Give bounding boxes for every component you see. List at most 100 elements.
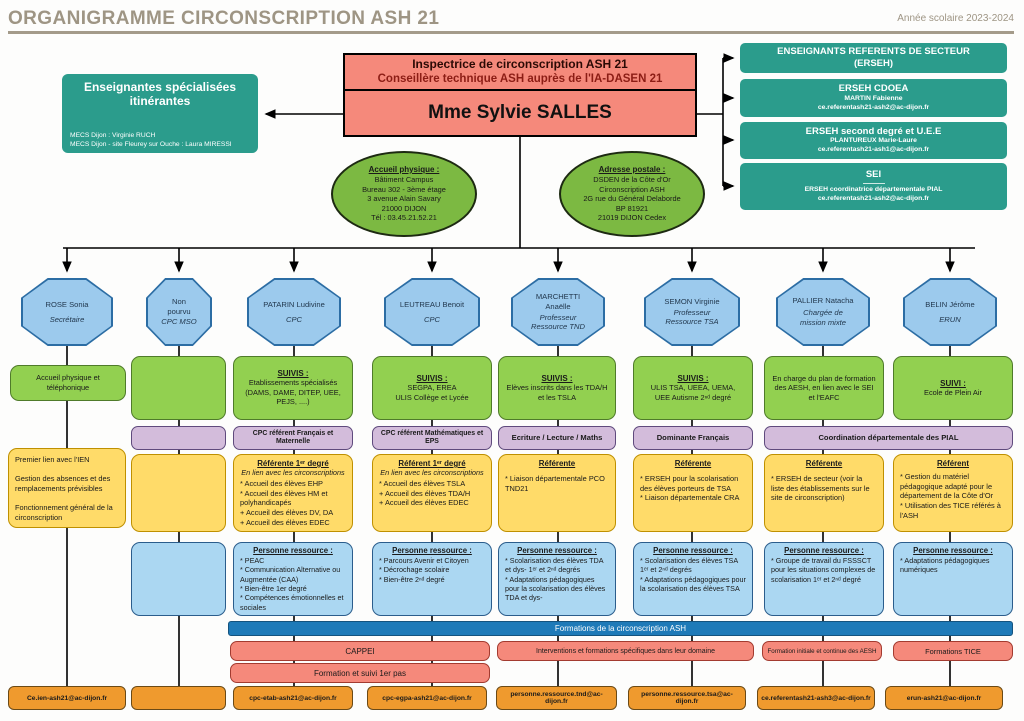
yellow-body: * ERSEH de secteur (voir la liste des ét…	[771, 474, 870, 503]
inspector-role-2: Conseillère technique ASH auprès de l'IA…	[377, 73, 663, 86]
email-label: ce.referentash21-ash3@ac-dijon.fr	[761, 694, 871, 702]
yellow-box-col4: Référent 1ᵉʳ degré En lien avec les circ…	[372, 454, 492, 532]
person-role: CPC MSO	[161, 317, 197, 327]
cappei-bar: CAPPEI	[230, 641, 490, 661]
email-box-col6: personne.ressource.tsa@ac-dijon.fr	[628, 686, 746, 710]
email-label: personne.ressource.tsa@ac-dijon.fr	[641, 691, 733, 705]
email-box-col7: ce.referentash21-ash3@ac-dijon.fr	[757, 686, 875, 710]
formation-aesh-label: Formation initiale et continue des AESH	[767, 647, 877, 655]
person-name: ROSE Sonia	[45, 299, 89, 309]
title-underline	[8, 31, 1014, 34]
person-name: MARCHETTI Anaëlle	[535, 291, 581, 311]
email-label: erun-ash21@ac-dijon.fr	[906, 694, 982, 702]
inspector-roles: Inspectrice de circonscription ASH 21 Co…	[345, 55, 695, 91]
page-title: ORGANIGRAMME CIRCONSCRIPTION ASH 21	[8, 8, 440, 29]
sei-email: ce.referentash21-ash2@ac-dijon.fr	[817, 194, 930, 202]
person-role: Secrétaire	[49, 314, 85, 324]
premier-pas-label: Formation et suivi 1er pas	[313, 668, 407, 678]
blue-box-col3: Personne ressource : * PEAC * Communicat…	[233, 542, 353, 616]
yellow-heading: Référente	[674, 459, 712, 468]
yellow-heading: Référente	[538, 459, 576, 468]
yellow-body: * Accueil des élèves EHP * Accueil des é…	[240, 479, 334, 527]
erseh-header-box: ENSEIGNANTS REFERENTS DE SECTEUR (ERSEH)	[740, 43, 1007, 73]
green-heading: SUIVIS :	[541, 373, 573, 383]
email-label: cpc-egpa-ash21@ac-dijon.fr	[382, 694, 472, 702]
premier-pas-bar: Formation et suivi 1er pas	[230, 663, 490, 683]
email-box-col5: personne.ressource.tnd@ac-dijon.fr	[496, 686, 617, 710]
itinerant-title: Enseignantes spécialisées itinérantes	[83, 80, 237, 109]
purple-box-col4: CPC référent Mathématiques et EPS	[372, 426, 492, 450]
purple-label: CPC référent Français et Maternelle	[252, 430, 334, 445]
green-heading: SUIVIS :	[677, 373, 709, 383]
inspector-box: Inspectrice de circonscription ASH 21 Co…	[343, 53, 697, 137]
blue-heading: Personne ressource :	[392, 546, 472, 555]
physical-reception-body: Bâtiment Campus Bureau 302 - 3ème étage …	[362, 174, 446, 223]
yellow-body: * Liaison départementale PCO TND21	[505, 474, 605, 493]
purple-box-col3: CPC référent Français et Maternelle	[233, 426, 353, 450]
inspector-role-1: Inspectrice de circonscription ASH 21	[412, 57, 628, 72]
yellow-box-col2	[131, 454, 226, 532]
erseh-cdoea-email: ce.referentash21-ash2@ac-dijon.fr	[817, 103, 930, 111]
person-name: Non pourvu	[167, 296, 191, 316]
cappei-label: CAPPEI	[345, 646, 375, 656]
sei-box: SEI ERSEH coordinatrice départementale P…	[740, 163, 1007, 210]
yellow-heading: Référent	[936, 459, 969, 468]
formations-ash-label: Formations de la circonscription ASH	[554, 624, 687, 633]
sei-name: ERSEH coordinatrice départementale PIAL	[804, 186, 943, 194]
sei-divider	[862, 182, 885, 185]
blue-box-col6: Personne ressource : * Scolarisation des…	[633, 542, 753, 616]
purple-label: Dominante Français	[656, 432, 730, 442]
postal-address-body: DSDEN de la Côte d'Or Circonscription AS…	[583, 174, 681, 223]
blue-body: * PEAC * Communication Alternative ou Au…	[240, 556, 344, 612]
formations-ash-bar: Formations de la circonscription ASH	[228, 621, 1013, 636]
blue-heading: Personne ressource :	[653, 546, 733, 555]
green-body: Etablissements spécialisés (DAMS, DAME, …	[245, 378, 341, 407]
yellow-body: * ERSEH pour la scolarisation des élèves…	[640, 474, 740, 503]
postal-address-title: Adresse postale :	[598, 164, 666, 174]
pial-label: Coordination départementale des PIAL	[818, 432, 959, 442]
person-role: Professeur Ressource TND	[530, 312, 585, 332]
postal-address-ellipse: Adresse postale : DSDEN de la Côte d'Or …	[559, 151, 705, 237]
green-body: ULIS TSA, UEEA, UEMA, UEE Autisme 2ⁿᵈ de…	[650, 382, 736, 402]
person-role: Professeur Ressource TSA	[665, 307, 719, 327]
itinerant-teachers-box: Enseignantes spécialisées itinérantes ME…	[62, 74, 258, 153]
green-body: Elèves inscrits dans les TDA/H et les TS…	[506, 382, 608, 402]
blue-body: * Scolarisation des élèves TDA et dys- 1…	[505, 556, 606, 603]
erseh-header-label: ENSEIGNANTS REFERENTS DE SECTEUR (ERSEH)	[777, 45, 970, 69]
yellow-box-col8: Référent * Gestion du matériel pédagogiq…	[893, 454, 1013, 532]
formations-tice-label: Formations TICE	[925, 646, 981, 656]
yellow-box-col6: Référente * ERSEH pour la scolarisation …	[633, 454, 753, 532]
purple-box-pial: Coordination départementale des PIAL	[764, 426, 1013, 450]
yellow-box-col7: Référente * ERSEH de secteur (voir la li…	[764, 454, 884, 532]
blue-box-col2	[131, 542, 226, 616]
email-box-col8: erun-ash21@ac-dijon.fr	[885, 686, 1003, 710]
erseh-cdoea-name: MARTIN Fabienne	[844, 94, 903, 102]
purple-box-col6: Dominante Français	[633, 426, 753, 450]
yellow-body: * Accueil des élèves TSLA + Accueil des …	[379, 479, 471, 508]
erseh-cdoea-title: ERSEH CDOEA	[838, 83, 909, 95]
green-box-col4: SUIVIS : SEGPA, EREA ULIS Collège et Lyc…	[372, 356, 492, 420]
email-box-col1: Ce.ien-ash21@ac-dijon.fr	[8, 686, 126, 710]
yellow-body: * Gestion du matériel pédagogique adapté…	[900, 472, 1001, 520]
green-box-col7: En charge du plan de formation des AESH,…	[764, 356, 884, 420]
yellow-box-col3: Référente 1ᵉʳ degré En lien avec les cir…	[233, 454, 353, 532]
person-name: PATARIN Ludivine	[263, 299, 325, 309]
yellow-subheading: En lien avec les circonscriptions	[241, 468, 345, 477]
green-body: En charge du plan de formation des AESH,…	[772, 373, 876, 402]
green-box-col8: SUIVI : Ecole de Plein Air	[893, 356, 1013, 420]
person-role: CPC	[285, 314, 303, 324]
person-role: Chargée de mission mixte	[800, 308, 846, 327]
person-name: PALLIER Natacha	[792, 296, 854, 306]
email-box-col4: cpc-egpa-ash21@ac-dijon.fr	[367, 686, 487, 710]
blue-box-col7: Personne ressource : * Groupe de travail…	[764, 542, 884, 616]
green-body: SEGPA, EREA ULIS Collège et Lycée	[395, 382, 469, 402]
green-box-col2	[131, 356, 226, 420]
